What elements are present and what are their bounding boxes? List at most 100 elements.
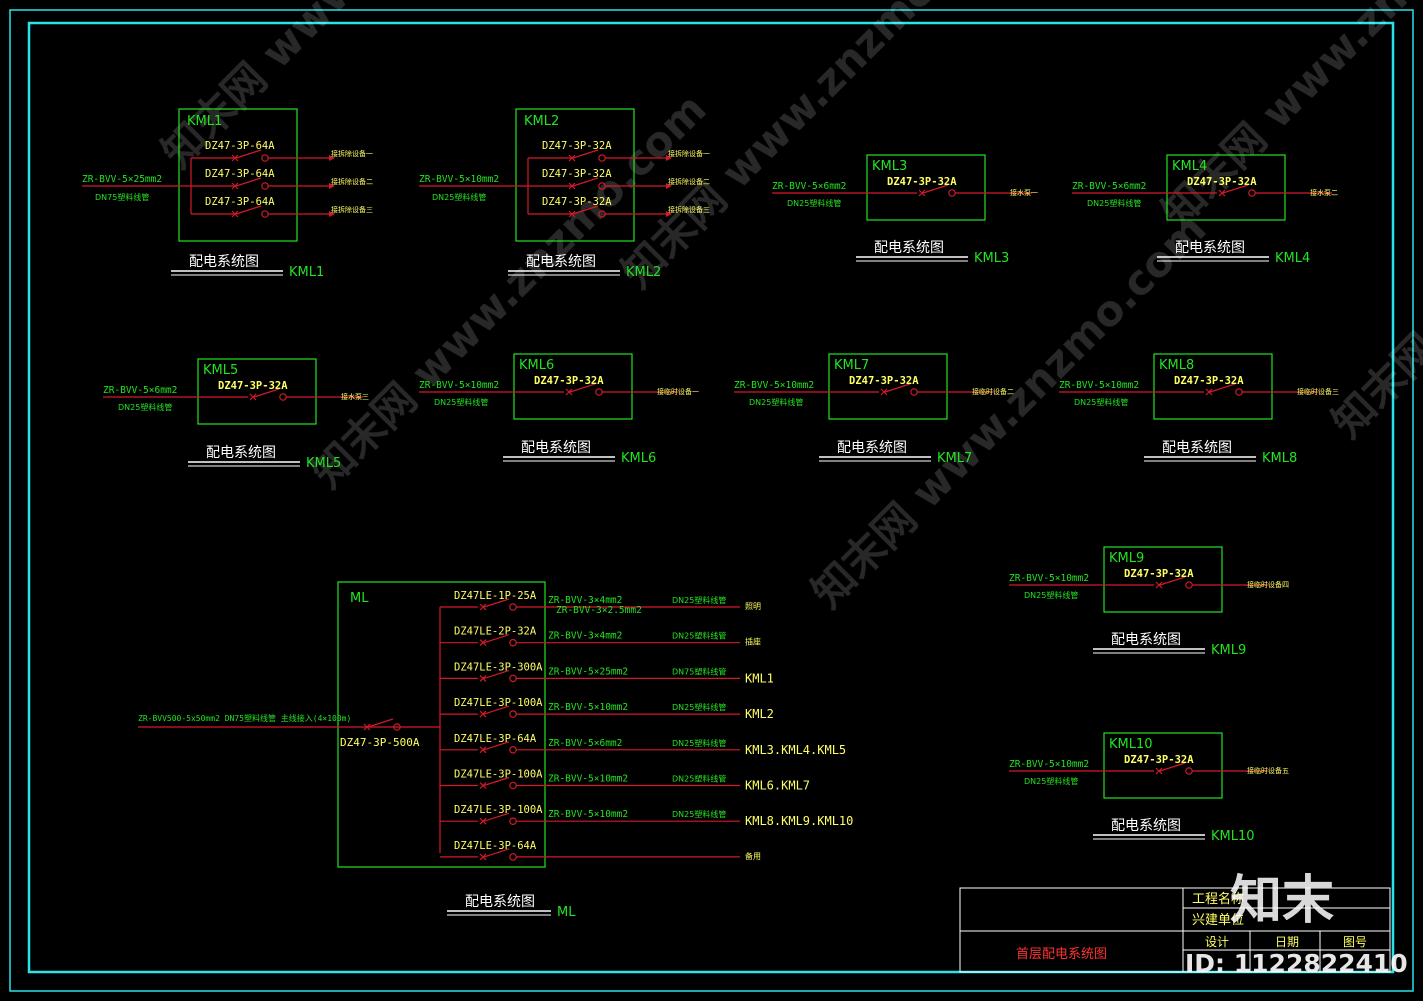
panel-box-KML3 <box>866 154 986 221</box>
breaker-label: DZ47-3P-32A <box>1124 568 1194 580</box>
breaker-symbol <box>918 184 956 197</box>
panel-title: KML9 <box>1109 551 1144 566</box>
branch-cable-spec: ZR-BVV-3×4mm2 <box>548 631 622 642</box>
output-label: 接拆除设备二 <box>668 177 710 186</box>
diagram-label: KML3 <box>974 251 1009 266</box>
panel-box-KML2 <box>515 108 635 242</box>
breaker-symbol <box>568 149 606 162</box>
watermark-text: 知末网 www.znzmo.com <box>1152 0 1423 237</box>
branch-cable-spec: ZR-BVV-5×6mm2 <box>548 738 622 749</box>
output-label: 接临时设备三 <box>1297 387 1339 396</box>
branch-cable-spec: ZR-BVV-5×25mm2 <box>548 666 628 677</box>
panel-title: KML6 <box>519 358 554 373</box>
output-label: 接临时设备一 <box>657 387 699 396</box>
image-id-text: ID: 1122822410 <box>1185 949 1408 978</box>
panel-box-KML1 <box>178 108 298 242</box>
panel-title: KML8 <box>1159 358 1194 373</box>
branch-destination: KML2 <box>745 707 774 721</box>
arrow-head <box>329 155 335 161</box>
cable-spec: ZR-BVV-5×10mm2 <box>419 174 499 185</box>
conduit-spec: DN25塑料线管 <box>749 397 803 407</box>
drawing-title: 首层配电系统图 <box>1016 947 1107 962</box>
diagram-caption: 配电系统图 <box>526 254 596 270</box>
panel-box-KML7 <box>828 353 948 420</box>
output-label: 接拆除设备二 <box>331 177 373 186</box>
number-label: 图号 <box>1343 935 1367 949</box>
diagram-caption: 配电系统图 <box>1111 632 1181 648</box>
branch-destination: KML3.KML4.KML5 <box>745 743 846 757</box>
branch-breaker-label: DZ47LE-3P-64A <box>454 840 537 852</box>
branch-destination: 插座 <box>745 637 761 647</box>
branch-conduit-spec: DN25塑料线管 <box>672 631 726 641</box>
watermark-text: 知末网 www.znzmo.com <box>1322 34 1423 447</box>
branch-breaker-label: DZ47LE-2P-32A <box>454 626 537 638</box>
arrow-head <box>666 155 672 161</box>
main-incoming-spec: ZR-BVV500-5x50mm2 DN75塑料线管 主线接入(4×100m) <box>138 713 351 723</box>
breaker-label: DZ47-3P-32A <box>887 176 957 188</box>
breaker-label: DZ47-3P-32A <box>1174 375 1244 387</box>
diagram-label: KML7 <box>937 451 972 466</box>
arrow-head <box>666 211 672 217</box>
diagram-caption: 配电系统图 <box>837 440 907 456</box>
builder-label: 兴建单位 <box>1192 913 1244 928</box>
breaker-label: DZ47-3P-32A <box>542 196 612 208</box>
branch-breaker-label: DZ47LE-3P-100A <box>454 769 543 781</box>
breaker-label: DZ47-3P-32A <box>218 380 288 392</box>
breaker-label: DZ47-3P-64A <box>205 196 275 208</box>
arrow-head <box>666 183 672 189</box>
diagram-caption: 配电系统图 <box>1111 818 1181 834</box>
panel-title: KML1 <box>187 114 222 129</box>
branch-destination: KML6.KML7 <box>745 779 810 793</box>
main-panel-box <box>337 581 546 868</box>
cable-spec: ZR-BVV-5×10mm2 <box>419 380 499 391</box>
panel-title: KML4 <box>1172 159 1207 174</box>
diagram-label: KML9 <box>1211 643 1246 658</box>
branch-destination: 备用 <box>745 851 761 861</box>
diagram-caption: 配电系统图 <box>1162 440 1232 456</box>
branch-cable-spec: ZR-BVV-5×10mm2 <box>548 702 628 713</box>
title-block-frame <box>959 887 1391 973</box>
panel-title: KML7 <box>834 358 869 373</box>
conduit-spec: DN25塑料线管 <box>1024 590 1078 600</box>
diagram-caption: 配电系统图 <box>1175 240 1245 256</box>
diagram-caption: 配电系统图 <box>206 445 276 461</box>
outer-frame <box>9 9 1414 992</box>
diagram-label: KML1 <box>289 265 324 280</box>
diagram-label: KML5 <box>306 456 341 471</box>
main-breaker-symbol <box>363 718 401 731</box>
output-label: 接拆除设备三 <box>668 205 710 214</box>
panel-title: KML2 <box>524 114 559 129</box>
panel-box-KML5 <box>197 358 317 425</box>
diagram-label: ML <box>557 905 576 920</box>
branch-breaker-label: DZ47LE-1P-25A <box>454 590 537 602</box>
branch-conduit-spec: DN75塑料线管 <box>672 666 726 676</box>
panel-box-KML8 <box>1153 353 1273 420</box>
branch-breaker-symbol <box>479 598 517 611</box>
output-label: 接拆除设备三 <box>331 205 373 214</box>
design-label: 设计 <box>1205 935 1229 949</box>
branch-breaker-label: DZ47LE-3P-100A <box>454 804 543 816</box>
breaker-label: DZ47-3P-64A <box>205 168 275 180</box>
panel-title: KML10 <box>1109 737 1153 752</box>
panel-box-KML10 <box>1103 732 1223 799</box>
branch-breaker-label: DZ47LE-3P-64A <box>454 733 537 745</box>
breaker-symbol <box>1155 576 1193 589</box>
cable-spec: ZR-BVV-5×10mm2 <box>1009 759 1089 770</box>
conduit-spec: DN25塑料线管 <box>1024 776 1078 786</box>
branch-conduit-spec: DN25塑料线管 <box>672 595 726 605</box>
output-label: 接水泵二 <box>1310 188 1338 197</box>
breaker-label: DZ47-3P-32A <box>849 375 919 387</box>
diagram-caption: 配电系统图 <box>874 240 944 256</box>
breaker-label: DZ47-3P-32A <box>542 140 612 152</box>
diagram-caption: 配电系统图 <box>465 894 535 910</box>
breaker-label: DZ47-3P-64A <box>205 140 275 152</box>
cable-spec: ZR-BVV-5×6mm2 <box>772 181 846 192</box>
branch-cable-spec: ZR-BVV-5×10mm2 <box>548 774 628 785</box>
panel-box-KML6 <box>513 353 633 420</box>
branch-conduit-spec: DN25塑料线管 <box>672 702 726 712</box>
arrow-head <box>329 183 335 189</box>
output-label: 接临时设备二 <box>972 387 1014 396</box>
branch-conduit-spec: DN25塑料线管 <box>672 774 726 784</box>
main-panel-title: ML <box>350 591 369 606</box>
